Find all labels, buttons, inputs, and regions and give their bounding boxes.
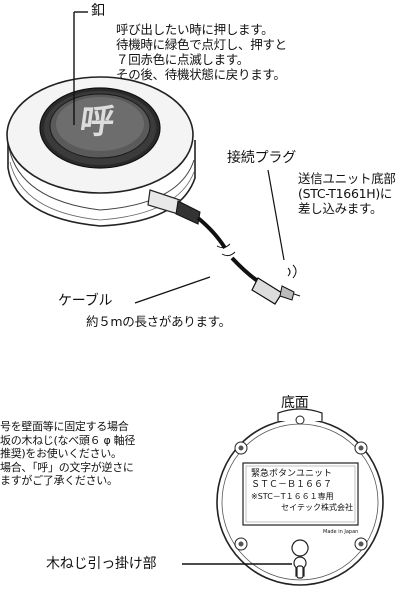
button-label: 釦 <box>91 3 105 19</box>
plate-line-product: 緊急ボタンユニット <box>251 469 333 479</box>
plate-line-model: ＳＴＣ－Ｂ１６６７ <box>251 480 333 490</box>
plate-line-compat: ※STC－T１６６１専用 <box>251 492 334 501</box>
plate-line-company: セイテック株式会社 <box>281 503 353 512</box>
plug-desc-line: 差し込みます。 <box>298 201 383 216</box>
mount-line: ますがご了承ください。 <box>0 474 118 487</box>
mount-line: 場合、「呼」の文字が逆さに <box>0 460 134 474</box>
mount-line: 号を壁面等に固定する場合 <box>0 420 129 433</box>
plug-desc-line: 送信ユニット底部 <box>298 171 396 186</box>
button-device-drawing <box>6 11 201 227</box>
bottom-label-plate: 緊急ボタンユニット ＳＴＣ－Ｂ１６６７ ※STC－T１６６１専用 セイテック株式… <box>251 469 353 513</box>
button-face-char: 呼 <box>77 102 117 142</box>
plug-label: 接続プラグ <box>227 150 296 166</box>
button-description: 呼び出したい時に押します。 待機時に緑色で点灯し、押すと ７回赤色に点滅します。… <box>116 22 287 82</box>
bottom-view-drawing <box>182 408 384 586</box>
plug-description: 送信ユニット底部 (STC-T1661H)に 差し込みます。 <box>298 171 396 216</box>
mount-line: 坂の木ねじ(なべ頭６ φ 軸径 <box>0 433 136 447</box>
cable-label: ケーブル <box>58 293 113 309</box>
button-desc-line: その後、待機状態に戻ります。 <box>116 67 286 82</box>
bottom-view-title: 底面 <box>281 395 309 411</box>
button-desc-line: 呼び出したい時に押します。 <box>116 22 274 37</box>
cable-description: 約５mの長さがあります。 <box>86 314 231 329</box>
button-desc-line: 待機時に緑色で点灯し、押すと <box>116 37 287 52</box>
mount-line: 推奨)をお使いください。 <box>0 447 122 460</box>
mounting-instructions: 号を壁面等に固定する場合 坂の木ねじ(なべ頭６ φ 軸径 推奨)をお使いください… <box>0 420 135 488</box>
button-desc-line: ７回赤色に点滅します。 <box>116 52 249 67</box>
plug-desc-line: (STC-T1661H)に <box>298 186 393 201</box>
plate-made-in: Made in Japan <box>323 529 359 535</box>
cable-drawing <box>134 169 301 305</box>
hook-label: 木ねじ引っ掛け部 <box>46 556 157 572</box>
